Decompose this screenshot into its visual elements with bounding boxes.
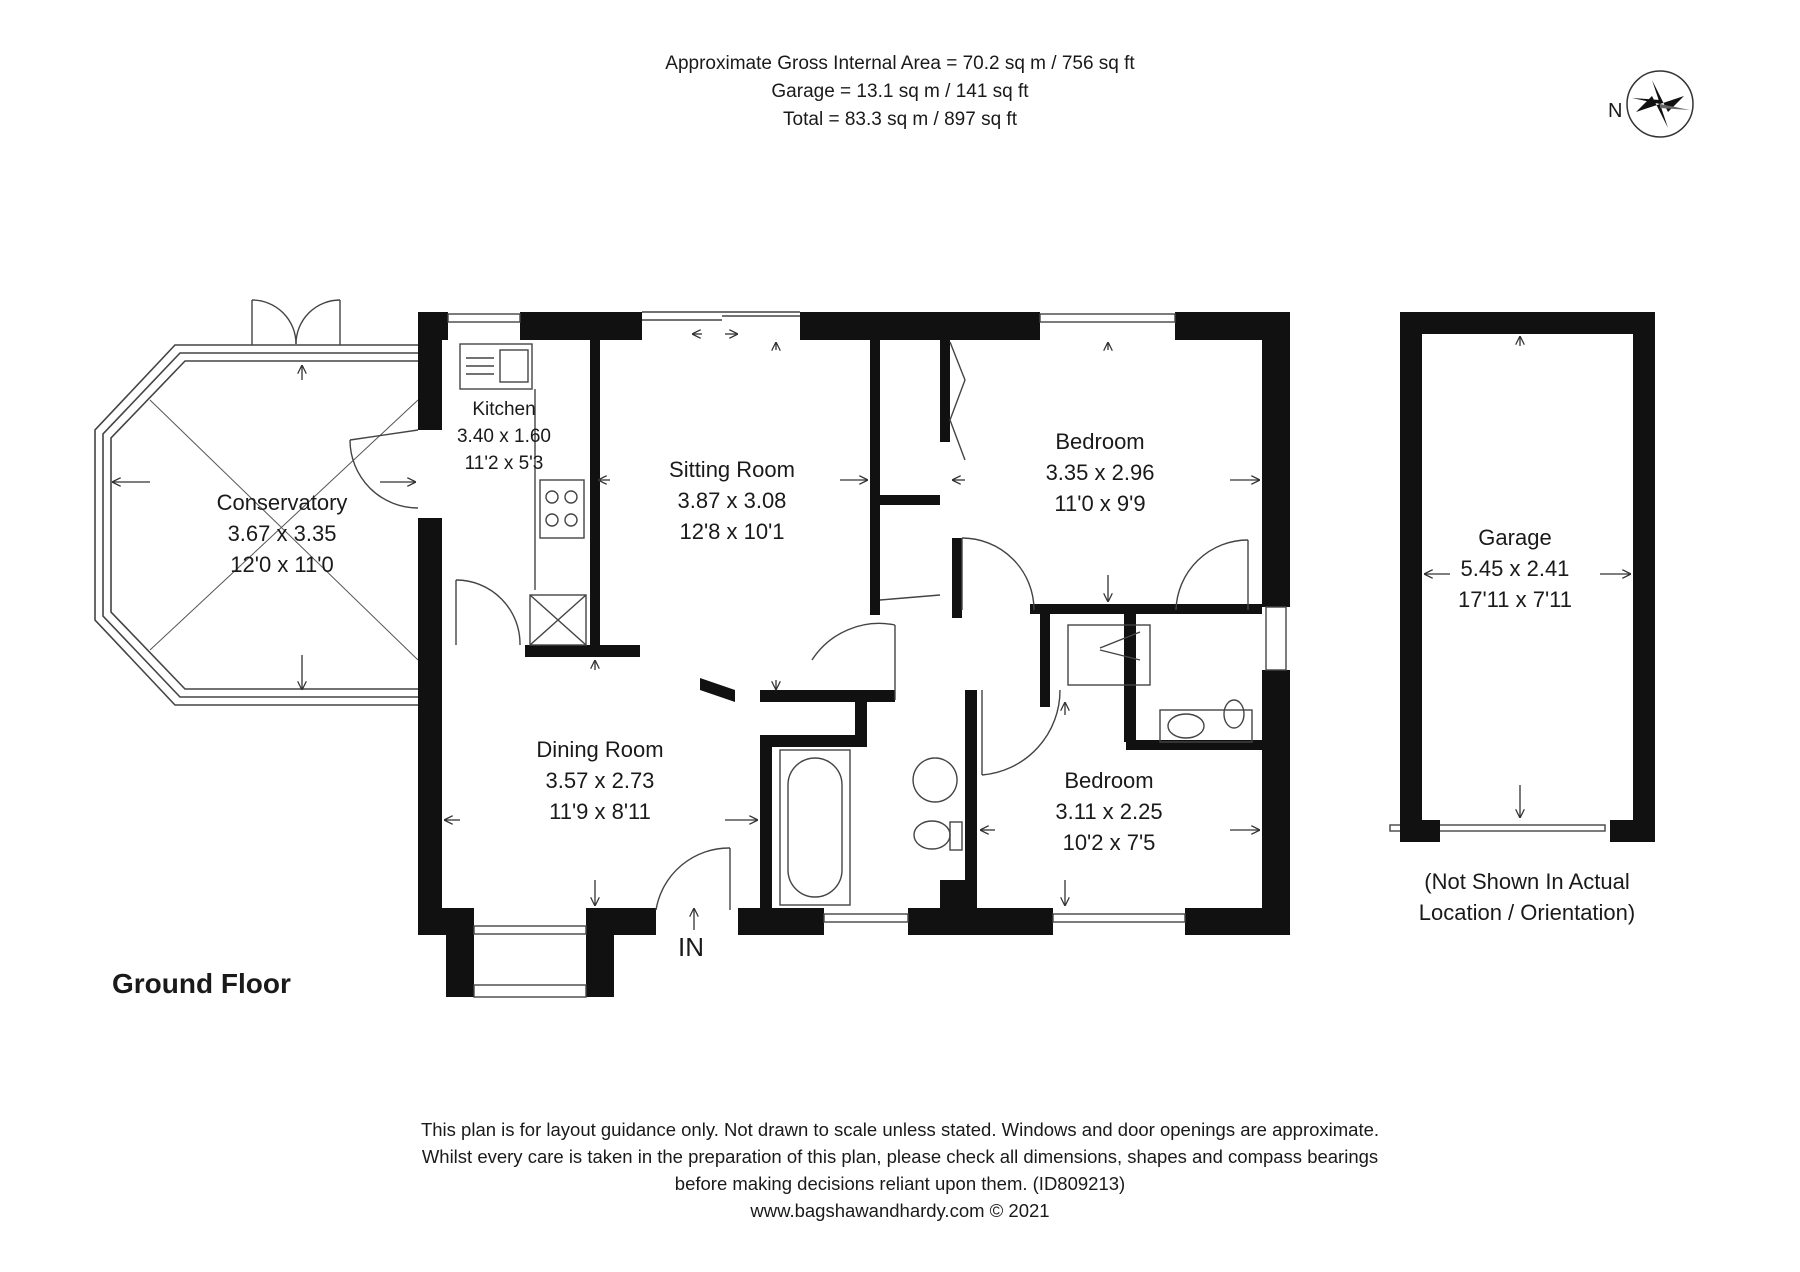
room-imperial: 11'0 x 9'9 (1054, 491, 1146, 516)
room-label-bedroom-1: Bedroom 3.35 x 2.96 11'0 x 9'9 (1046, 426, 1155, 519)
entrance-label: IN (678, 932, 704, 962)
website-copyright: www.bagshawandhardy.com © 2021 (750, 1200, 1050, 1221)
bathroom-fittings (779, 624, 1253, 906)
room-metric: 3.67 x 3.35 (227, 521, 337, 546)
room-metric: 3.11 x 2.25 (1055, 799, 1163, 824)
room-name: Conservatory (216, 490, 348, 515)
conservatory-french-door-icon (251, 299, 341, 345)
room-imperial: 12'0 x 11'0 (230, 552, 334, 577)
gross-internal-area: Approximate Gross Internal Area = 70.2 s… (665, 53, 1135, 74)
kitchen-fittings (459, 343, 587, 646)
room-label-bedroom-2: Bedroom 3.11 x 2.25 10'2 x 7'5 (1055, 765, 1162, 858)
room-metric: 3.57 x 2.73 (545, 768, 655, 793)
garage-area: Garage = 13.1 sq m / 141 sq ft (771, 81, 1029, 102)
main-house-walls (418, 312, 1290, 997)
garage-location-note: (Not Shown In Actual Location / Orientat… (1382, 866, 1672, 928)
garage-walls (1400, 312, 1655, 842)
room-imperial: 12'8 x 10'1 (679, 519, 785, 544)
compass-rose-icon (1626, 70, 1694, 138)
room-label-kitchen: Kitchen 3.40 x 1.60 11'2 x 5'3 (457, 396, 551, 477)
sliding-door-icon (642, 311, 800, 321)
disclaimer-line-2: Whilst every care is taken in the prepar… (421, 1146, 1379, 1167)
room-imperial: 17'11 x 7'11 (1457, 587, 1573, 612)
room-imperial: 11'9 x 8'11 (549, 799, 651, 824)
room-metric: 3.40 x 1.60 (456, 426, 552, 447)
room-imperial: 11'2 x 5'3 (464, 453, 544, 474)
room-imperial: 10'2 x 7'5 (1062, 830, 1156, 855)
room-label-sitting-room: Sitting Room 3.87 x 3.08 12'8 x 10'1 (669, 454, 795, 547)
note-line-2: Location / Orientation) (1418, 900, 1636, 925)
note-line-1: (Not Shown In Actual (1424, 869, 1630, 894)
room-label-garage: Garage 5.45 x 2.41 17'11 x 7'11 (1458, 522, 1572, 615)
conservatory-outline (94, 344, 419, 706)
room-name: Bedroom (1064, 768, 1154, 793)
dimension-arrows (112, 334, 1631, 930)
room-name: Dining Room (536, 737, 664, 762)
disclaimer-footer: This plan is for layout guidance only. N… (0, 1116, 1800, 1224)
room-label-conservatory: Conservatory 3.67 x 3.35 12'0 x 11'0 (217, 487, 348, 580)
total-area: Total = 83.3 sq m / 897 sq ft (783, 109, 1017, 130)
room-metric: 5.45 x 2.41 (1460, 556, 1570, 581)
room-name: Kitchen (472, 399, 536, 420)
disclaimer-line-3: before making decisions reliant upon the… (674, 1173, 1126, 1194)
disclaimer-line-1: This plan is for layout guidance only. N… (420, 1119, 1380, 1140)
room-name: Bedroom (1055, 429, 1145, 454)
compass-north-label: N (1608, 100, 1623, 122)
room-metric: 3.87 x 3.08 (677, 488, 787, 513)
area-summary: Approximate Gross Internal Area = 70.2 s… (0, 50, 1800, 134)
room-name: Sitting Room (669, 457, 795, 482)
room-name: Garage (1478, 525, 1552, 550)
room-label-dining-room: Dining Room 3.57 x 2.73 11'9 x 8'11 (536, 734, 663, 827)
room-metric: 3.35 x 2.96 (1045, 460, 1155, 485)
doors (349, 341, 1249, 911)
floor-title: Ground Floor (112, 968, 291, 999)
windows (447, 313, 1606, 998)
